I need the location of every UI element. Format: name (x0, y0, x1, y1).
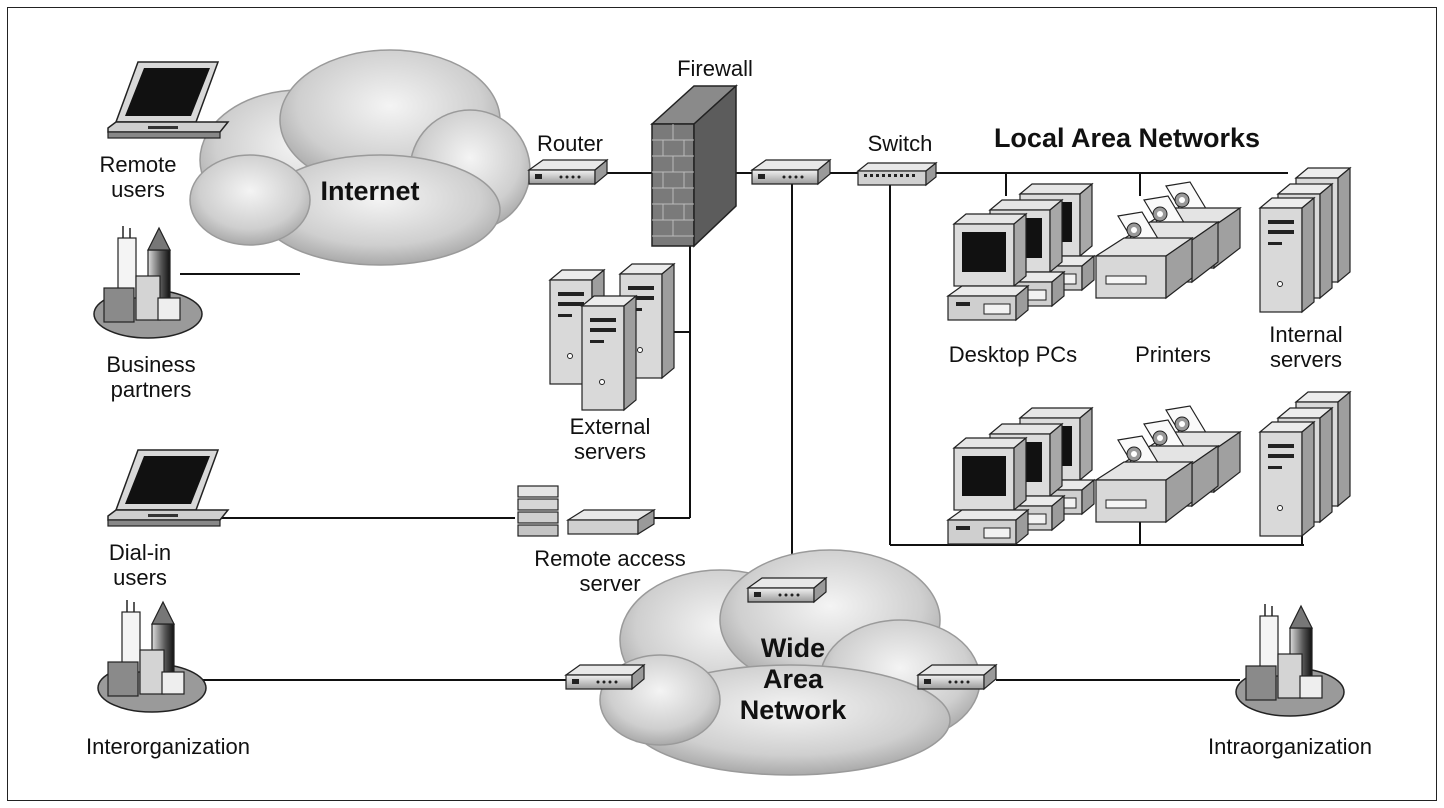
desktop-pcs-group-top (947, 183, 1095, 321)
firewall-label: Firewall (677, 56, 753, 81)
dialin-user-laptop-icon (107, 449, 229, 527)
firewall-icon (650, 84, 738, 248)
remote-user-laptop-icon (107, 61, 229, 139)
internal-servers-group-bottom (1259, 391, 1351, 537)
wan-router-right-icon (917, 664, 997, 690)
router-label: Router (536, 131, 604, 156)
printers-label: Printers (1135, 342, 1211, 367)
internet-cloud (189, 49, 531, 266)
interorganization-buildings-icon (97, 599, 207, 713)
internal-servers-group-top (1259, 167, 1351, 313)
intraorganization-buildings-icon (1235, 603, 1345, 717)
wan-router-left-icon (565, 664, 645, 690)
external-servers-icon (549, 263, 675, 411)
intraorganization-label: Intraorganization (1208, 734, 1372, 759)
switch-label: Switch (867, 131, 933, 156)
internet-label: Internet (320, 176, 420, 206)
switch-icon (856, 161, 938, 187)
core-router-icon (751, 159, 831, 185)
interorganization-label: Interorganization (86, 734, 250, 759)
internet-router-icon (528, 159, 608, 185)
printers-group-top (1095, 181, 1241, 299)
wan-router-top-icon (747, 577, 827, 603)
printers-group-bottom (1095, 405, 1241, 523)
lan-title: Local Area Networks (993, 123, 1261, 153)
desktop-pcs-label: Desktop PCs (948, 342, 1078, 367)
desktop-pcs-group-bottom (947, 407, 1095, 545)
remote-access-server-icon (517, 485, 657, 537)
business-partners-buildings-icon (93, 225, 203, 339)
